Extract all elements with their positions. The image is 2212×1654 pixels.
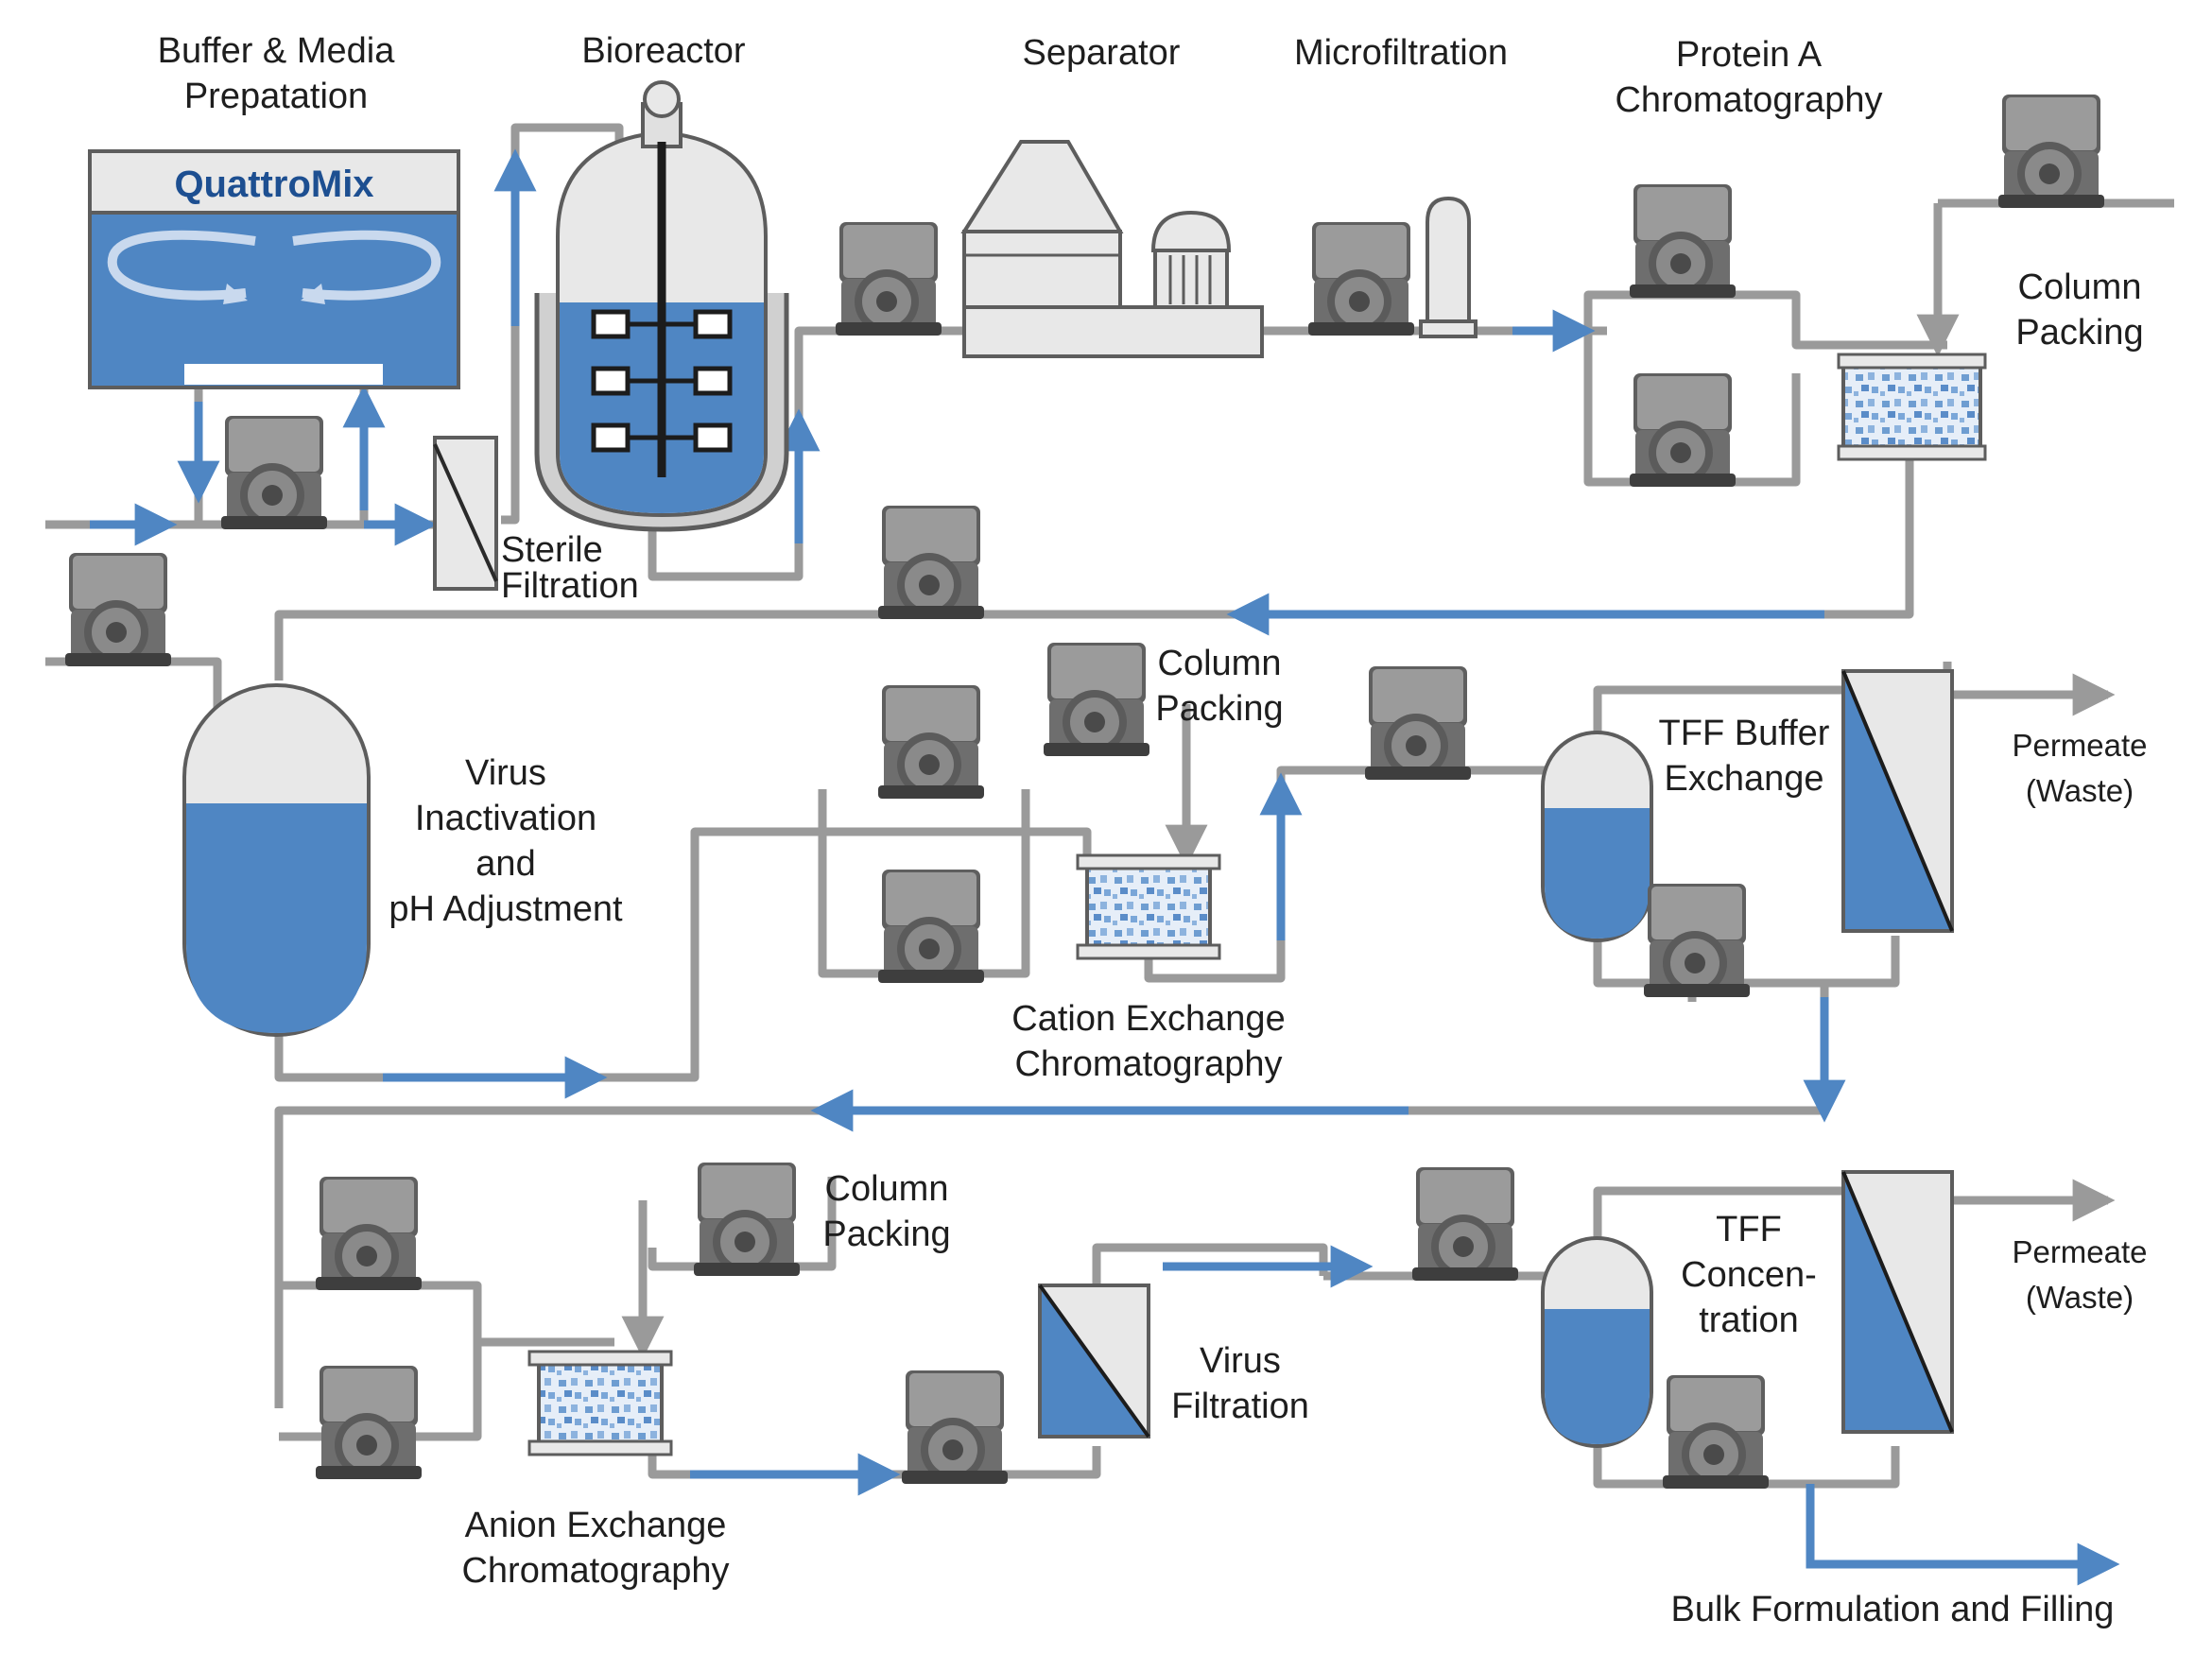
pump [1365,666,1471,780]
label-tff-concentration: Concen- [1681,1255,1817,1295]
pump [878,685,984,799]
label-virus-inactivation: Virus [465,753,546,793]
label-bulk-formulation: Bulk Formulation and Filling [1671,1590,2115,1629]
pump [1998,95,2104,208]
microfilter [1419,196,1478,338]
gray-arrows [196,236,2116,1359]
tff-concentration-membrane [1841,1170,1954,1434]
label-anion-exchange: Chromatography [461,1551,729,1591]
pump [316,1177,422,1290]
bioreactor [534,80,789,532]
label-tff-concentration: tration [1699,1301,1799,1340]
pump [65,553,171,666]
label-virus-filtration: Virus [1200,1341,1281,1381]
label-tff-buffer-exchange: Exchange [1664,759,1823,799]
label-column-packing: Column [2018,267,2142,307]
anion-exchange-column [527,1350,673,1456]
virus-filter [1038,1284,1150,1439]
label-sterile-filtration: Filtration [501,566,639,606]
pump [1630,184,1736,298]
pump [836,222,942,336]
cation-exchange-column [1076,853,1221,960]
label-permeate-waste: (Waste) [2026,773,2134,808]
quattromix-tank: QuattroMix [88,149,460,389]
label-cation-exchange: Chromatography [1014,1044,1282,1084]
pump [878,506,984,619]
label-protein-a: Protein A [1676,35,1823,75]
flow-arrows [90,148,2120,1586]
label-sterile-filtration: Sterile [501,530,603,570]
pump [878,870,984,983]
label-protein-a: Chromatography [1615,80,1882,120]
label-column-packing: Packing [2015,313,2143,353]
pump [1412,1167,1518,1281]
pump [221,416,327,529]
pump [1644,884,1750,997]
label-column-packing: Packing [822,1215,950,1254]
pump [1663,1375,1769,1489]
pump [694,1163,800,1276]
pump [316,1366,422,1479]
label-permeate-waste: (Waste) [2026,1280,2134,1315]
label-permeate-waste: Permeate [2012,1234,2147,1269]
label-tff-buffer-exchange: TFF Buffer [1659,714,1830,753]
label-buffer-media: Prepatation [184,77,368,116]
label-virus-inactivation: pH Adjustment [389,889,623,929]
labels: Buffer & Media Prepatation Bioreactor Se… [158,31,2148,1629]
protein-a-column [1837,353,1987,461]
label-column-packing: Column [1158,644,1282,683]
label-buffer-media: Buffer & Media [158,31,396,71]
tff-buffer-membrane [1841,669,1954,933]
virus-inactivation-tank [182,683,371,1037]
pump [1630,373,1736,487]
label-virus-inactivation: Inactivation [415,799,596,838]
label-tff-concentration: TFF [1716,1210,1782,1249]
label-cation-exchange: Cation Exchange [1011,999,1285,1039]
label-microfiltration: Microfiltration [1294,33,1508,73]
sterile-filter [433,436,498,591]
tff-buffer-tank [1541,731,1653,942]
label-virus-inactivation: and [475,844,535,884]
label-virus-filtration: Filtration [1171,1387,1309,1426]
pump [902,1370,1008,1484]
label-anion-exchange: Anion Exchange [465,1506,727,1545]
label-bioreactor: Bioreactor [581,31,746,71]
label-column-packing: Packing [1155,689,1283,729]
label-column-packing: Column [825,1169,949,1209]
label-permeate-waste: Permeate [2012,728,2147,763]
separator [960,140,1264,358]
quattromix-logo: QuattroMix [174,164,373,205]
tff-concentration-tank [1541,1236,1653,1448]
pump [1044,643,1149,756]
pump [1308,222,1414,336]
label-separator: Separator [1023,33,1181,73]
